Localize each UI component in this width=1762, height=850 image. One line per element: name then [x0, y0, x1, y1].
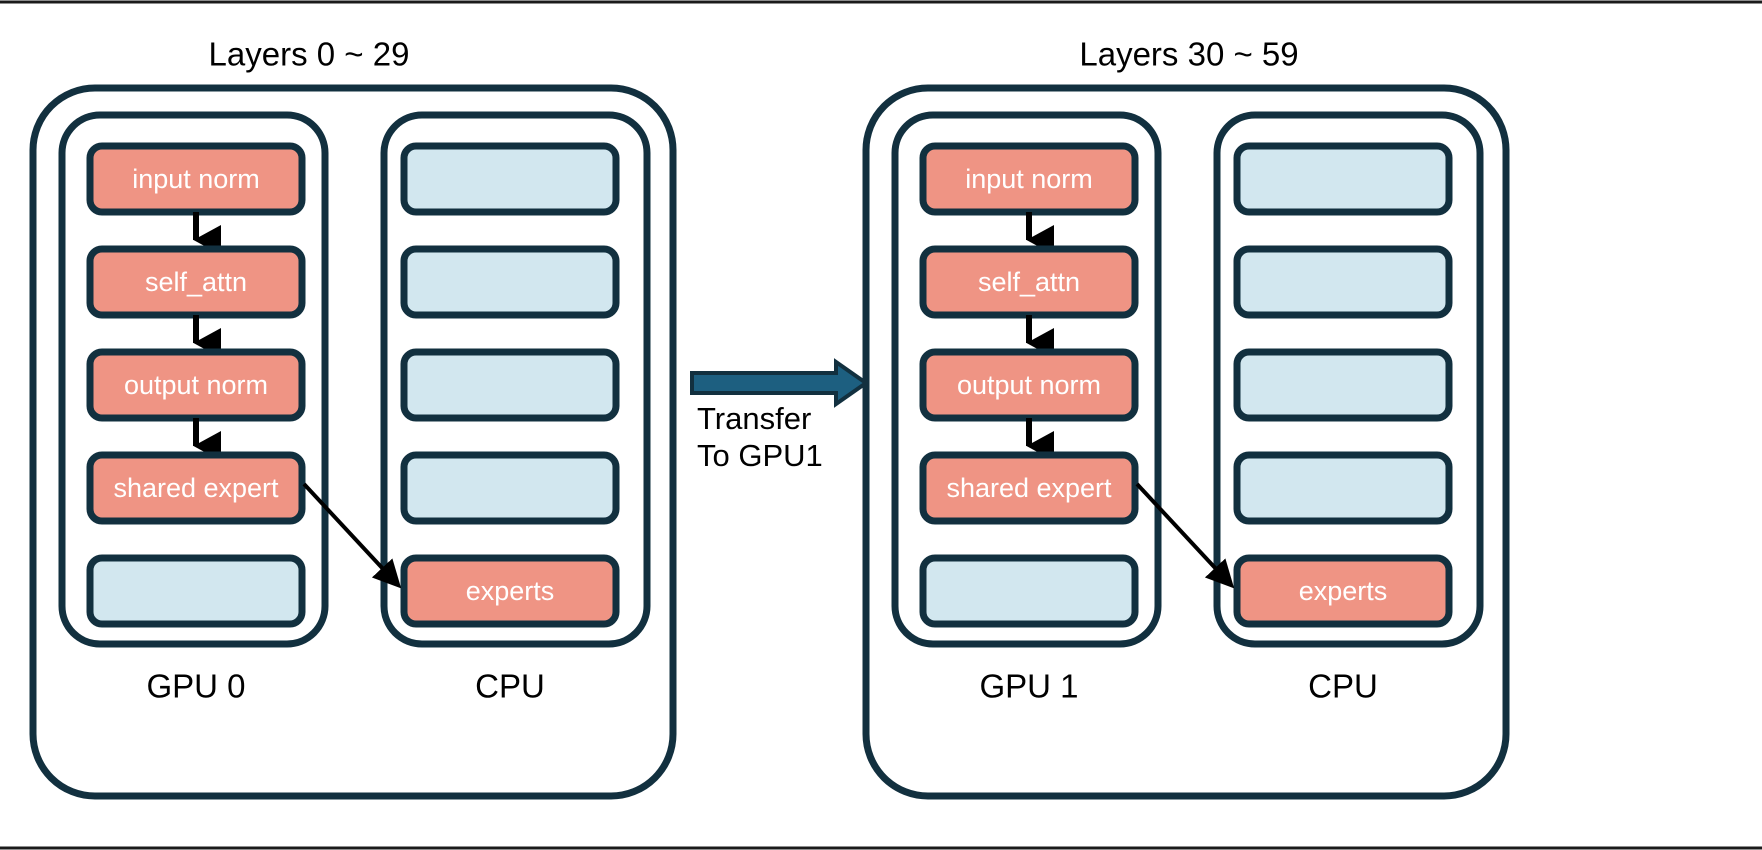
- column-caption-gpu-0: GPU 0: [146, 668, 245, 705]
- node-box[interactable]: [400, 451, 620, 525]
- node-shared-expert-gpu0[interactable]: shared expert: [86, 451, 306, 525]
- node-box[interactable]: [400, 554, 620, 628]
- node-label: input norm: [132, 164, 260, 194]
- node-idle-cpu-right-1[interactable]: [1233, 142, 1453, 216]
- node-idle-gpu0[interactable]: [86, 554, 306, 628]
- column-gpu-1: input norm self_attn output norm shared …: [891, 111, 1162, 705]
- transfer-group: Transfer To GPU1: [690, 358, 870, 473]
- node-experts-cpu-left[interactable]: experts: [400, 554, 620, 628]
- node-input-norm-gpu0[interactable]: input norm: [86, 142, 306, 216]
- node-box[interactable]: [86, 554, 306, 628]
- column-caption-gpu-1: GPU 1: [979, 668, 1078, 705]
- node-label: self_attn: [145, 267, 247, 297]
- node-self-attn-gpu1[interactable]: self_attn: [919, 245, 1139, 319]
- node-idle-cpu-right-2[interactable]: [1233, 245, 1453, 319]
- node-label: self_attn: [978, 267, 1080, 297]
- node-idle-cpu-right-4[interactable]: [1233, 451, 1453, 525]
- panel-title-left: Layers 0 ~ 29: [209, 36, 410, 73]
- column-cpu-right: experts CPU: [1213, 111, 1484, 705]
- offload-arrow-right: [1135, 482, 1235, 589]
- transfer-label-line2: To GPU1: [697, 438, 823, 473]
- node-box[interactable]: [1233, 142, 1453, 216]
- node-idle-cpu-left-1[interactable]: [400, 142, 620, 216]
- column-cpu-left: experts CPU: [380, 111, 651, 705]
- column-gpu-0: input norm self_attn output norm shared …: [58, 111, 329, 705]
- offload-arrow-left: [302, 482, 402, 589]
- node-box[interactable]: [86, 451, 306, 525]
- node-idle-cpu-right-3[interactable]: [1233, 348, 1453, 422]
- node-box[interactable]: [1233, 348, 1453, 422]
- panel-layers-0-29: Layers 0 ~ 29 input norm self_attn outp: [29, 36, 677, 800]
- node-label: output norm: [124, 370, 268, 400]
- node-idle-gpu1[interactable]: [919, 554, 1139, 628]
- node-input-norm-gpu1[interactable]: input norm: [919, 142, 1139, 216]
- node-label: output norm: [957, 370, 1101, 400]
- node-box[interactable]: [400, 348, 620, 422]
- node-label: input norm: [965, 164, 1093, 194]
- node-idle-cpu-left-2[interactable]: [400, 245, 620, 319]
- node-output-norm-gpu1[interactable]: output norm: [919, 348, 1139, 422]
- node-box[interactable]: [919, 554, 1139, 628]
- node-label: experts: [1299, 576, 1388, 606]
- node-idle-cpu-left-3[interactable]: [400, 348, 620, 422]
- panel-layers-30-59: Layers 30 ~ 59 input norm self_attn out: [862, 36, 1510, 800]
- column-caption-cpu-right: CPU: [1308, 668, 1378, 705]
- transfer-label-line1: Transfer: [697, 401, 811, 436]
- node-box[interactable]: [400, 142, 620, 216]
- node-box[interactable]: [1233, 451, 1453, 525]
- panel-title-right: Layers 30 ~ 59: [1079, 36, 1298, 73]
- node-box[interactable]: [400, 245, 620, 319]
- node-output-norm-gpu0[interactable]: output norm: [86, 348, 306, 422]
- node-self-attn-gpu0[interactable]: self_attn: [86, 245, 306, 319]
- node-idle-cpu-left-4[interactable]: [400, 451, 620, 525]
- node-shared-expert-gpu1[interactable]: shared expert: [919, 451, 1139, 525]
- transfer-arrow-icon: [690, 358, 870, 408]
- node-box[interactable]: [1233, 245, 1453, 319]
- node-experts-cpu-right[interactable]: experts: [1233, 554, 1453, 628]
- node-box[interactable]: [1233, 554, 1453, 628]
- node-label: shared expert: [946, 473, 1112, 503]
- node-box[interactable]: [919, 451, 1139, 525]
- node-label: shared expert: [113, 473, 279, 503]
- node-label: experts: [466, 576, 555, 606]
- column-caption-cpu-left: CPU: [475, 668, 545, 705]
